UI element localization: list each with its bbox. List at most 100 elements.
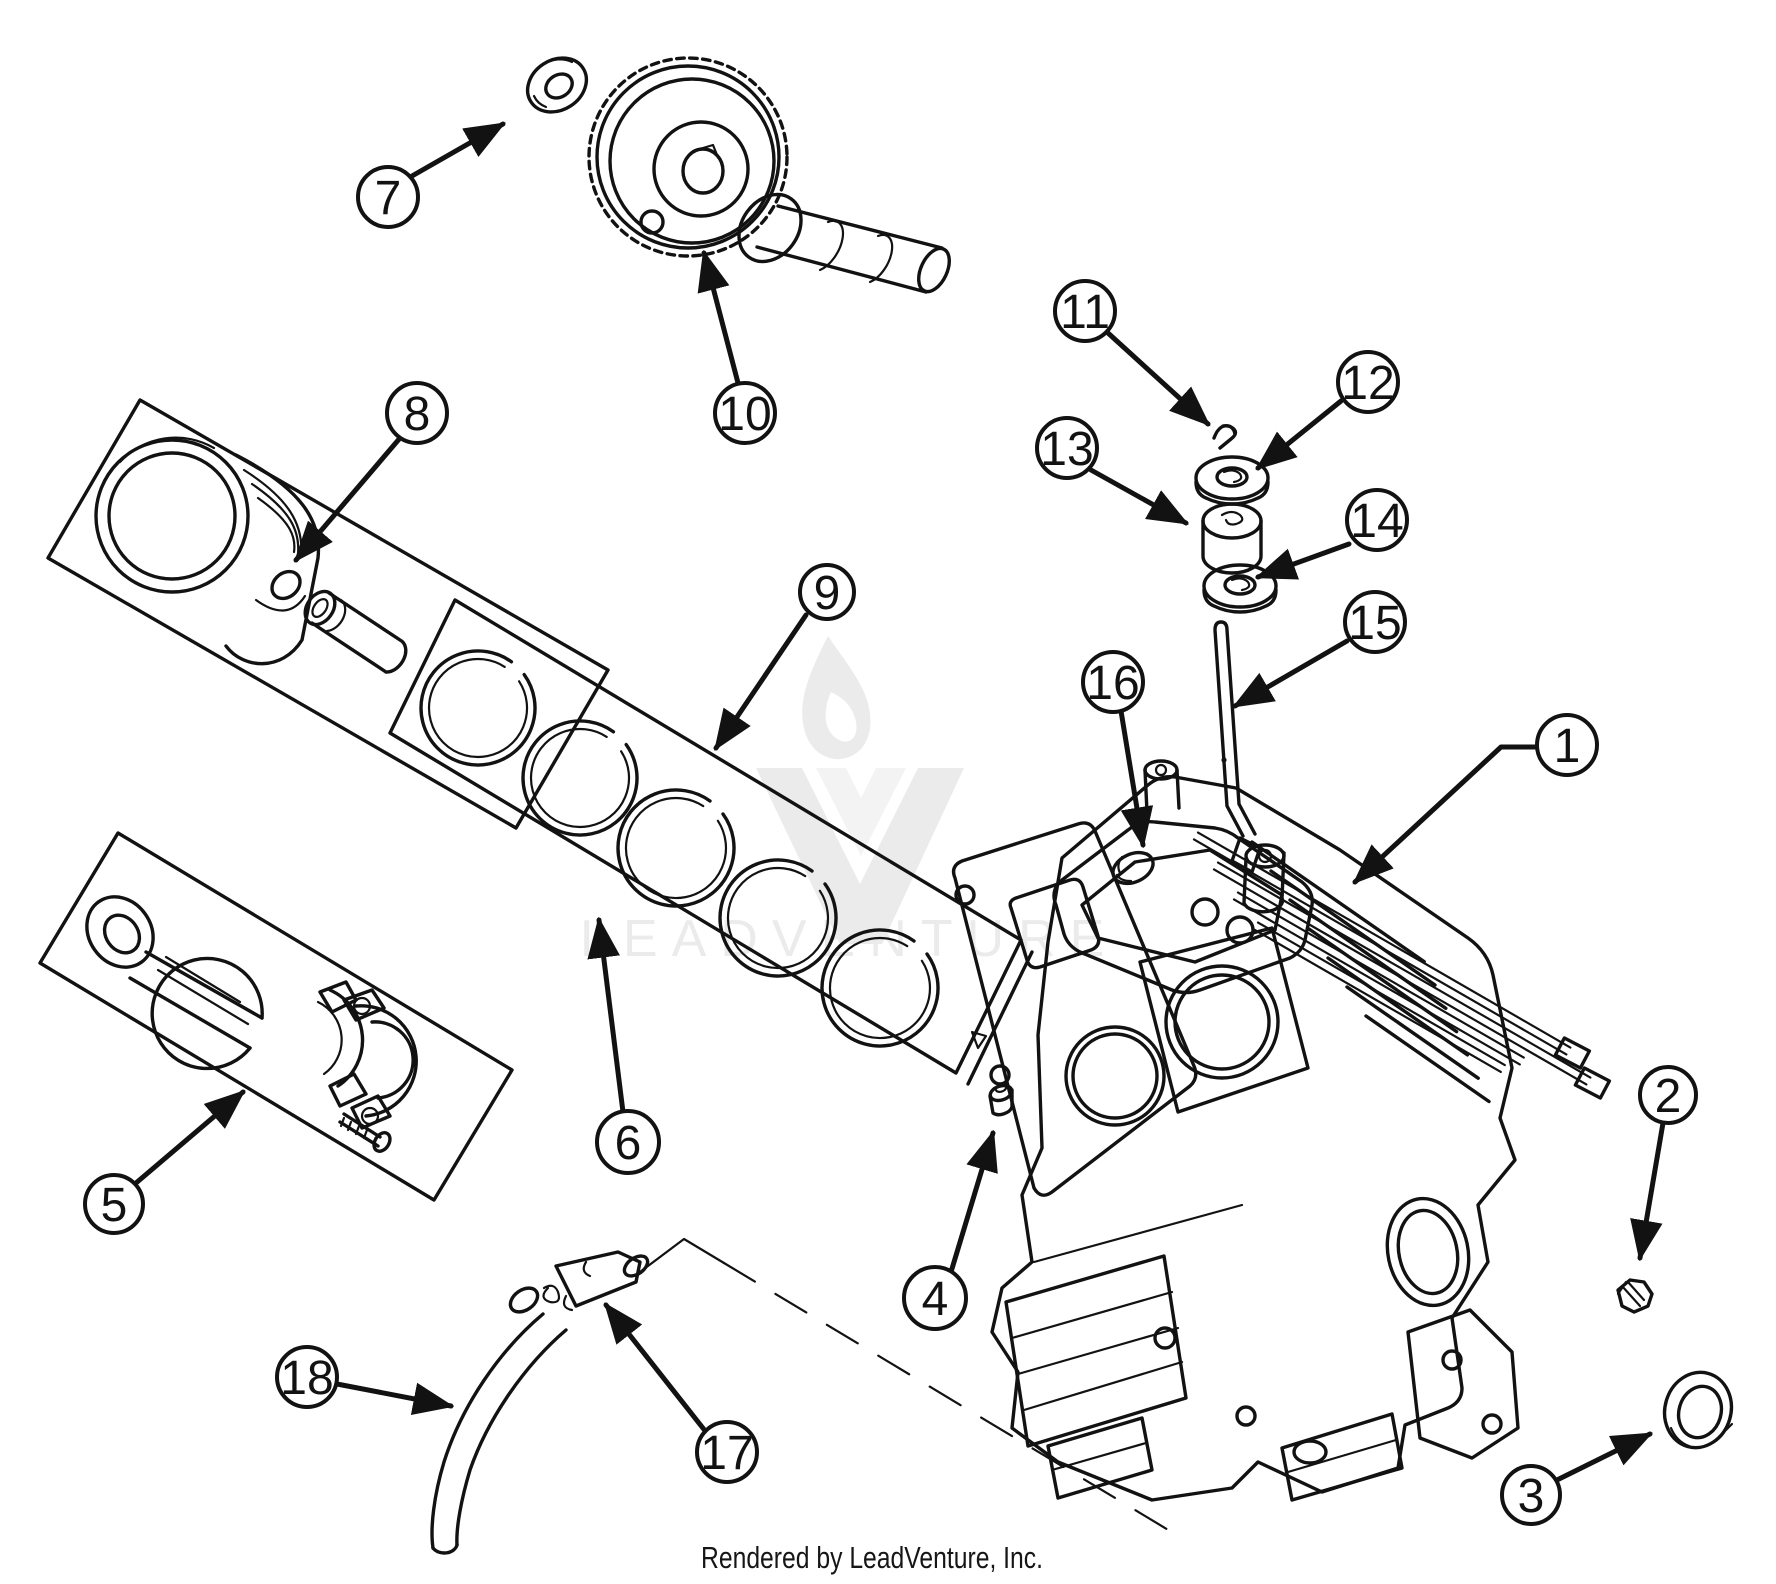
cooling-fin [1345,985,1480,1080]
lv-monogram-icon-inner [816,768,906,856]
callout-13-circle [1035,416,1099,480]
cylinder-stud [1252,928,1502,1074]
crankcase-drawing [951,759,1612,1502]
piston-ring-1 [419,649,537,767]
callout-2-arrow [1630,1120,1666,1262]
callout-1-arrow [1352,744,1540,885]
piston-ring-2-inner [529,727,631,829]
callout-4: 4 [902,1129,998,1331]
callout-14-number: 14 [1350,495,1403,548]
callout-5-arrow [133,1089,246,1186]
callout-17-number: 17 [700,1427,753,1480]
callout-3-arrow [1554,1431,1653,1483]
installation-leader-line [638,1237,726,1274]
callout-16-arrow [1118,708,1154,849]
callout-12-arrow [1255,398,1344,471]
spacer-drawing [1201,502,1263,575]
callout-15: 15 [1232,590,1407,709]
installation-leader-dashed [722,1261,1187,1542]
callout-7: 7 [356,121,506,229]
stud-head [1553,1036,1592,1070]
callout-14-arrow [1254,541,1352,580]
cylinder-stud [1196,831,1572,1049]
cooling-fin [1364,1014,1491,1104]
callout-1-number: 1 [1554,720,1581,773]
callout-2-circle [1638,1065,1698,1125]
callout-18-circle [275,1345,339,1409]
piston-ring-2 [521,719,639,837]
stud-head [1573,1066,1612,1100]
piston-drawing [94,436,321,666]
parts-artwork [38,56,1734,1555]
connecting-rod-drawing [85,895,418,1153]
ring-band-drawing [388,598,1034,1086]
callout-2-number: 2 [1655,1070,1682,1123]
piston-band-drawing [46,398,610,830]
callout-11-number: 11 [1060,286,1110,339]
cylinder-stud [1256,921,1506,1067]
cylinder-stud [1216,861,1592,1079]
callout-17: 17 [603,1302,759,1484]
piston-pin-clip-drawing [270,569,302,601]
callout-11-arrow [1105,330,1211,427]
cooling-fin [1250,840,1426,964]
cotter-pin-drawing [1212,423,1238,450]
callout-18-number: 18 [280,1352,333,1405]
callout-16-number: 16 [1086,657,1139,710]
governor-rod-drawing [1213,620,1262,874]
callout-6-circle [595,1109,661,1175]
callout-8-arrow [293,435,403,563]
callout-13-number: 13 [1040,423,1093,476]
callout-16: 16 [1081,650,1154,849]
callout-8-number: 8 [404,388,431,441]
cylinder-stud [1232,898,1521,1066]
flame-icon-cutout [825,692,857,742]
piston-ring-3-inner [624,796,728,900]
callout-15-number: 15 [1348,597,1401,650]
callout-9: 9 [713,563,856,751]
callout-12-circle [1336,350,1400,414]
callout-7-circle [356,165,420,229]
breather-hose-drawing [430,1312,568,1555]
callout-5-number: 5 [101,1179,128,1232]
callout-3: 3 [1500,1431,1653,1526]
watermark: LEADVENTURE [580,636,1104,968]
callout-14: 14 [1254,488,1409,580]
cylinder-stud [1192,838,1568,1056]
callout-12-number: 12 [1341,357,1394,410]
callout-6-arrow [587,916,626,1115]
callout-17-circle [695,1420,759,1484]
callout-9-circle [798,563,856,621]
upper-washer-drawing [1194,455,1270,506]
piston-ring-5-inner [828,936,932,1040]
callout-6: 6 [587,916,661,1175]
callout-7-arrow [409,121,506,179]
callout-2: 2 [1630,1065,1698,1262]
callout-14-circle [1345,488,1409,552]
piston-ring-1-inner [427,657,529,759]
cylinder-stud [1212,868,1588,1086]
rod-band-drawing [38,831,514,1202]
thrust-washer-drawing [525,56,589,114]
callout-18-arrow [334,1381,455,1415]
piston-ring-5 [820,928,940,1048]
callout-1: 1 [1352,713,1599,885]
callout-3-circle [1500,1464,1562,1526]
callout-15-arrow [1232,638,1350,709]
callout-9-number: 9 [814,567,841,620]
callout-10: 10 [697,249,777,445]
callout-4-arrow [948,1129,998,1275]
callout-12: 12 [1255,350,1400,471]
oil-seal-drawing [1662,1370,1734,1450]
callout-3-number: 3 [1518,1470,1545,1523]
breather-fitting-drawing [508,1250,650,1314]
dowel-drawing [988,1083,1014,1117]
callout-10-circle [713,381,777,445]
callout-5-circle [83,1173,145,1235]
callout-7-number: 7 [375,172,402,225]
piston-ring-3 [616,788,736,908]
lower-washer-drawing [1202,563,1278,614]
